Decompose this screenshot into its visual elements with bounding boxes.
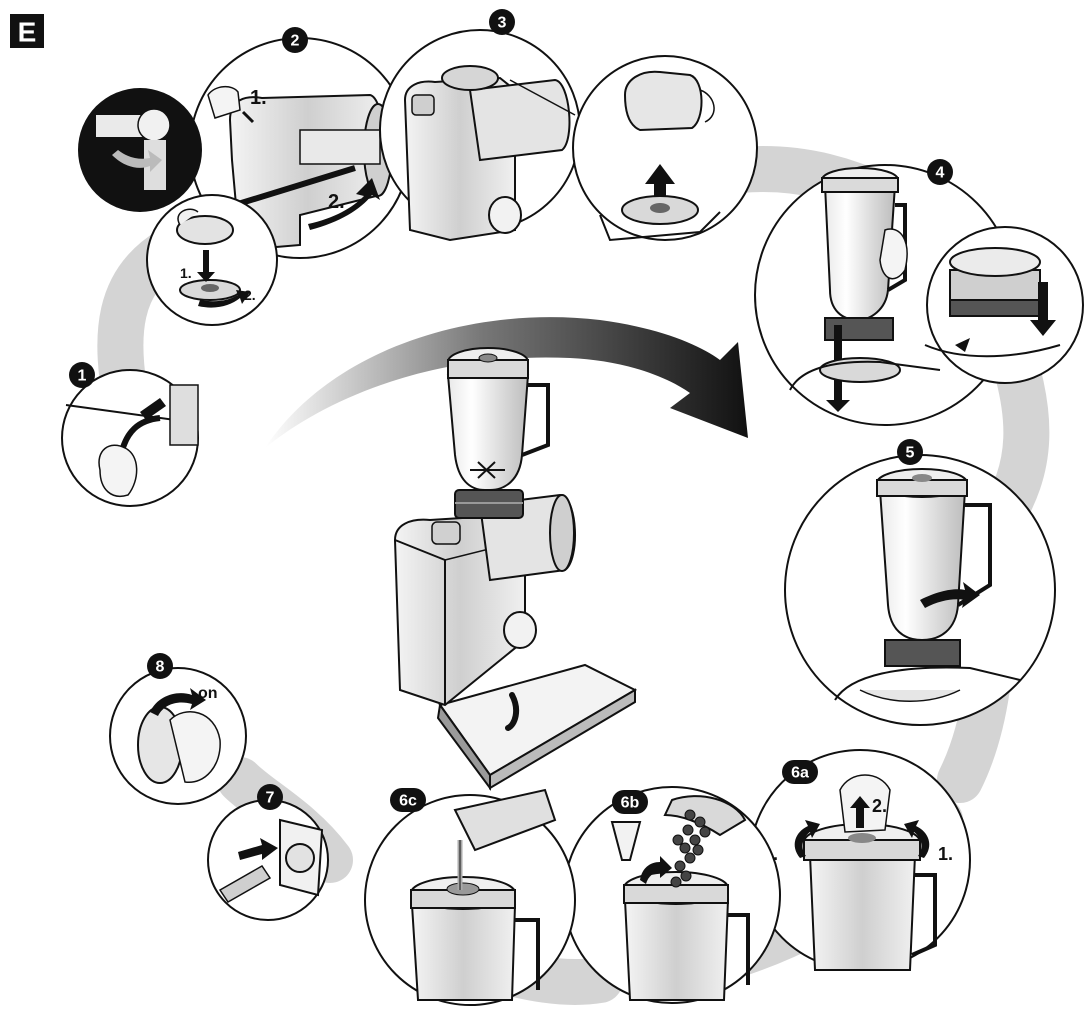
svg-text:8: 8 <box>156 659 165 676</box>
section-letter-box: E <box>10 14 44 48</box>
step-2-inset-sub-1: 1. <box>180 265 192 281</box>
svg-text:5: 5 <box>906 445 915 462</box>
step-2-detail-black-circle <box>78 88 202 212</box>
step-6c-illustration <box>364 788 576 1006</box>
step-6a-sub-right: 1. <box>938 844 953 864</box>
step-1-badge: 1 <box>69 362 95 388</box>
step-2-badge: 2 <box>282 27 308 53</box>
step-2-inset-circle: 1. 2. <box>146 194 278 326</box>
appliance-main <box>393 347 638 792</box>
sequence-arrow <box>265 317 748 448</box>
step-3-badge: 3 <box>489 9 515 35</box>
step-3-inset-circle <box>572 55 758 242</box>
svg-text:7: 7 <box>266 790 275 807</box>
svg-text:2: 2 <box>291 33 300 50</box>
step-2-inset-sub-2: 2. <box>244 287 256 303</box>
step-4-inset-circle <box>924 226 1084 384</box>
step-6a-sub-top: 2. <box>872 796 887 816</box>
svg-text:4: 4 <box>936 165 945 182</box>
step-5-illustration <box>784 454 1056 726</box>
step-6b-illustration <box>563 786 781 1004</box>
step-8-badge: 8 <box>147 653 173 679</box>
svg-text:3: 3 <box>498 15 507 32</box>
step-6a-badge: 6a <box>782 760 818 784</box>
svg-text:6a: 6a <box>791 765 809 782</box>
step-4-badge: 4 <box>927 159 953 185</box>
step-6c-badge: 6c <box>390 788 426 812</box>
step-8-on-label: on <box>198 685 218 702</box>
step-6a-illustration: 2. 1. 1. <box>749 749 971 971</box>
svg-text:6b: 6b <box>621 795 640 812</box>
step-3-illustration <box>379 29 581 242</box>
step-6b-badge: 6b <box>612 790 648 814</box>
svg-text:6c: 6c <box>399 793 417 810</box>
svg-text:1: 1 <box>78 368 87 385</box>
section-letter: E <box>18 17 37 48</box>
step-5-badge: 5 <box>897 439 923 465</box>
step-2-sub-1: 1. <box>250 87 267 109</box>
coffee-beans <box>670 809 711 888</box>
step-8-illustration: on <box>109 667 247 805</box>
step-2-sub-2: 2. <box>328 191 345 213</box>
step-7-illustration <box>207 799 329 921</box>
step-1-illustration <box>61 369 199 507</box>
step-7-badge: 7 <box>257 784 283 810</box>
